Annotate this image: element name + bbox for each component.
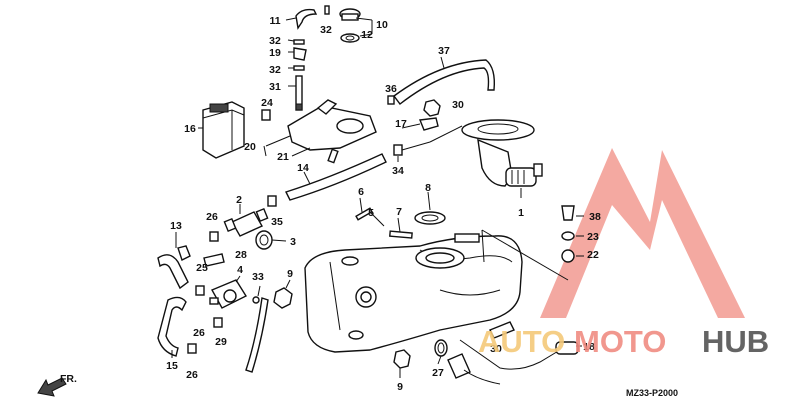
fuel-valve	[209, 279, 248, 309]
diagram-code: MZ33-P2000	[626, 388, 678, 398]
part-label: 30	[452, 99, 464, 111]
part-label: 5	[368, 207, 374, 219]
part-label: 20	[244, 141, 256, 153]
breather-tube-set	[293, 39, 307, 111]
part-label: 27	[432, 367, 444, 379]
part-label: 38	[589, 211, 601, 223]
watermark-auto: AUTO	[478, 324, 565, 359]
fuel-strainer	[223, 207, 269, 237]
part-label: 26	[206, 211, 218, 223]
part-label: 36	[385, 83, 397, 95]
part-label: 35	[271, 216, 283, 228]
part-label: 37	[438, 45, 450, 57]
part-label: 4	[237, 264, 243, 276]
part-label: 24	[261, 97, 273, 109]
part-label: 31	[269, 81, 281, 93]
grommet-3	[255, 230, 273, 250]
part-label: 32	[320, 24, 332, 36]
part-label: 19	[269, 47, 281, 59]
fuel-sender	[447, 321, 579, 385]
part-label: 9	[397, 381, 403, 393]
part-label: 2	[236, 194, 242, 206]
part-label: 26	[193, 327, 205, 339]
part-labels: 1 2 3 4 5 6 7 8 9 9 10 11 12 13 14 15 16…	[166, 15, 601, 393]
watermark-logo-mark	[540, 148, 745, 318]
fuel-pump	[461, 119, 543, 187]
part-label: 25	[196, 262, 208, 274]
part-label: 8	[425, 182, 431, 194]
hose-13	[157, 245, 191, 290]
part-label: 17	[395, 118, 407, 130]
small-hardware	[187, 95, 575, 369]
part-label: 10	[376, 19, 388, 31]
part-label: 34	[392, 165, 404, 177]
part-label: 18	[583, 341, 595, 353]
watermark-brand: AUTO MOTO HUB	[478, 324, 769, 359]
watermark-hub: HUB	[702, 324, 769, 359]
part-label: 29	[215, 336, 227, 348]
part-label: 22	[587, 249, 599, 261]
part-label: 15	[166, 360, 178, 372]
cap-assembly	[295, 5, 361, 43]
leader-lines	[171, 17, 584, 378]
front-direction-arrow-icon	[37, 377, 67, 397]
part-label: 28	[235, 249, 247, 261]
hose-33	[245, 297, 269, 373]
watermark-moto: MOTO	[574, 324, 666, 359]
part-label: 12	[361, 29, 373, 41]
part-label: 3	[290, 236, 296, 248]
evap-canister	[202, 101, 245, 159]
hose-37	[393, 59, 496, 105]
front-direction-label: FR.	[60, 373, 77, 385]
part-label: 9	[287, 268, 293, 280]
hose-15	[157, 296, 187, 357]
part-label: 13	[170, 220, 182, 232]
part-label: 6	[358, 186, 364, 198]
hose-14	[285, 153, 387, 201]
part-label: 1	[518, 207, 524, 219]
fuel-tank	[304, 233, 523, 353]
part-label: 32	[269, 64, 281, 76]
part-label: 32	[269, 35, 281, 47]
part-label: 7	[396, 206, 402, 218]
part-label: 23	[587, 231, 599, 243]
part-label: 30	[490, 343, 502, 355]
canister-bracket	[287, 99, 377, 151]
part-label: 26	[186, 369, 198, 381]
part-label: 21	[277, 151, 289, 163]
part-label: 14	[297, 162, 309, 174]
part-label: 16	[184, 123, 196, 135]
part-label: 33	[252, 271, 264, 283]
part-label: 11	[269, 15, 280, 27]
